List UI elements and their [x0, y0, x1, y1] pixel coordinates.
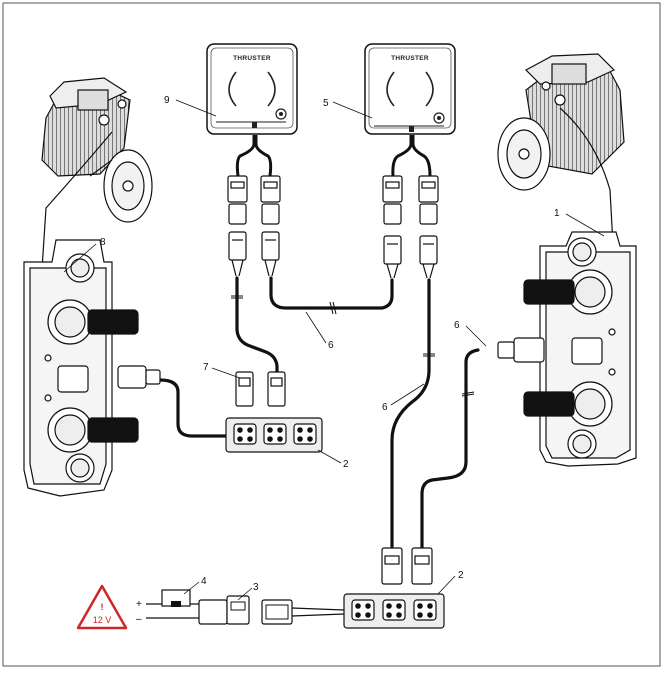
power-plug-3 — [198, 599, 228, 625]
callout-6-interface: 6 — [454, 320, 460, 331]
callout-leaders — [63, 99, 605, 601]
power-supply: + – — [136, 589, 345, 625]
warning-voltage: 12 V — [93, 615, 112, 625]
callout-4: 4 — [201, 576, 207, 587]
callout-2-lower: 2 — [458, 570, 464, 581]
callout-1: 1 — [554, 208, 560, 219]
interface-right-plug — [513, 337, 545, 363]
thruster-left-cable — [159, 378, 226, 438]
thruster-interface-left — [23, 239, 161, 497]
panel-left-brand: THRUSTER — [233, 55, 271, 62]
callout-8: 8 — [100, 237, 106, 248]
callout-5: 5 — [323, 98, 329, 109]
callout-3: 3 — [253, 582, 259, 593]
callout-2-left: 2 — [343, 459, 349, 470]
callout-7: 7 — [203, 362, 209, 373]
callout-9: 9 — [164, 95, 170, 106]
thruster-motor-left — [41, 77, 153, 223]
outer-frame — [2, 2, 661, 667]
motor-left-wire — [39, 131, 113, 301]
callout-labels: 9 5 8 1 7 6 6 6 2 2 3 4 — [100, 95, 560, 593]
warning-symbol: ! — [101, 602, 104, 612]
motor-right-wire — [559, 107, 617, 301]
battery-warning-icon: ! 12 V — [76, 584, 128, 630]
connectors-panel-right — [382, 175, 439, 279]
polarity-plus: + — [136, 599, 142, 610]
cable-ties — [231, 295, 475, 397]
control-panel-right: THRUSTER — [364, 43, 456, 135]
panel-pigtails — [235, 135, 432, 177]
callout-6-right: 6 — [382, 402, 388, 413]
polarity-minus: – — [136, 614, 142, 625]
interface-left-plug — [117, 365, 147, 389]
control-panel-left: THRUSTER — [206, 43, 298, 135]
bus-cables — [235, 276, 480, 550]
panel-right-brand: THRUSTER — [391, 55, 429, 62]
terminator-and-hub-left — [225, 371, 323, 453]
thruster-motor-right — [497, 53, 625, 191]
callout-6-center: 6 — [328, 340, 334, 351]
hub-2-lower — [343, 547, 445, 629]
connectors-panel-left — [227, 175, 281, 277]
thruster-interface-right — [497, 231, 637, 467]
